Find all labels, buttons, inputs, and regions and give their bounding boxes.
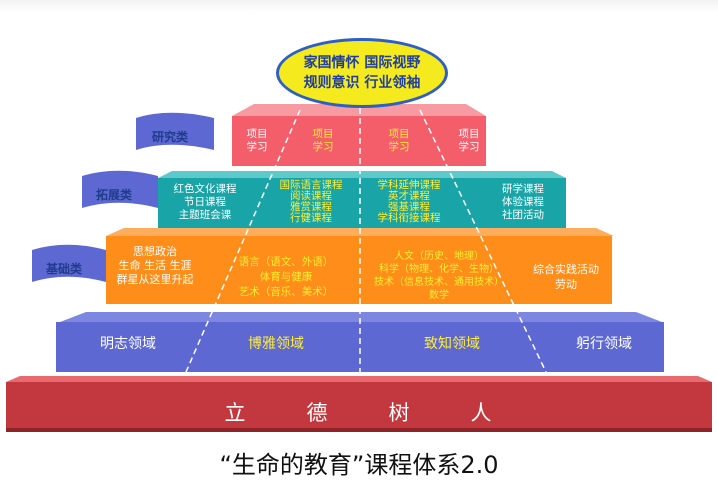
- expansion-cell-2-line-3: 雅赏课程: [290, 201, 332, 213]
- expansion-cell-1-line-2: 节日课程: [184, 196, 226, 208]
- basic-cell-2-line-2: 体育与健康: [259, 271, 313, 283]
- expansion-cell-2: 国际语言课程 阅读课程 雅赏课程 行健课程: [266, 180, 356, 224]
- expansion-cell-3: 学科延伸课程 英才课程 强基课程 学科衔接课程: [364, 180, 454, 224]
- domain-1: 明志领域: [100, 336, 156, 352]
- expansion-cell-2-line-4: 行健课程: [290, 212, 332, 224]
- diagram-caption: “生命的教育”课程体系2.0: [219, 451, 499, 479]
- banner-research: [136, 112, 214, 150]
- expansion-cell-3-line-1: 学科延伸课程: [377, 179, 441, 191]
- basic-cell-1: 思想政治 生命 生活 生涯 群星从这里升起: [108, 245, 202, 287]
- research-cell-2-line-1: 项目: [312, 128, 334, 140]
- expansion-layer: [158, 178, 566, 228]
- basic-cell-4: 综合实践活动 劳动: [520, 262, 612, 292]
- basic-cell-2-line-1: 语言（语文、外语）: [238, 256, 334, 268]
- basic-cell-1-line-1: 思想政治: [133, 245, 177, 258]
- basic-cell-1-line-2: 生命 生活 生涯: [118, 259, 192, 272]
- basic-cell-2: 语言（语文、外语） 体育与健康 艺术（音乐、美术）: [222, 255, 350, 300]
- foundation-top-edge: [6, 376, 712, 382]
- expansion-cell-3-line-2: 英才课程: [388, 190, 430, 202]
- basic-cell-4-line-2: 劳动: [555, 278, 577, 291]
- research-cell-3-line-1: 项目: [388, 128, 410, 140]
- expansion-cell-4-line-3: 社团活动: [502, 209, 544, 221]
- basic-cell-3-line-2: 科学（物理、化学、生物）: [379, 264, 499, 275]
- research-cell-1-line-2: 学习: [246, 141, 268, 153]
- banner-basic-label: 基础类: [46, 262, 83, 276]
- banner-basic: [32, 244, 106, 282]
- expansion-layer-top: [158, 171, 566, 178]
- banner-research-label: 研究类: [152, 130, 189, 144]
- foundation-char-3: 树: [388, 401, 412, 425]
- research-cell-4-line-2: 学习: [458, 141, 480, 153]
- basic-cell-1-line-3: 群星从这里升起: [116, 273, 194, 286]
- expansion-cell-2-line-2: 阅读课程: [290, 190, 332, 202]
- research-cell-1: 项目 学习: [240, 128, 274, 154]
- research-cell-3-line-2: 学习: [388, 141, 410, 153]
- foundation-slab: [6, 382, 712, 432]
- domain-3: 致知领域: [424, 336, 480, 352]
- foundation-char-1: 立: [224, 401, 248, 425]
- expansion-cell-3-line-4: 学科衔接课程: [377, 212, 441, 224]
- domain-layer: [56, 322, 664, 372]
- research-cell-2-line-2: 学习: [312, 141, 334, 153]
- basic-cell-3: 人文（历史、地理） 科学（物理、化学、生物） 技术（信息技术、通用技术） 数学: [364, 250, 514, 302]
- top-decor-band: [0, 0, 718, 12]
- expansion-cell-4-line-2: 体验课程: [502, 196, 544, 208]
- expansion-cell-2-line-1: 国际语言课程: [279, 179, 343, 191]
- expansion-cell-1-line-1: 红色文化课程: [173, 183, 237, 195]
- expansion-cell-4: 研学课程 体验课程 社团活动: [484, 183, 562, 222]
- expansion-cell-1-line-3: 主题班会课: [178, 209, 232, 221]
- research-layer-top: [232, 104, 486, 116]
- research-cell-1-line-1: 项目: [246, 128, 268, 140]
- basic-cell-4-line-1: 综合实践活动: [533, 263, 599, 276]
- top-line-2: 规则意识 行业领袖: [303, 75, 421, 91]
- basic-cell-2-line-3: 艺术（音乐、美术）: [238, 286, 334, 298]
- expansion-cell-3-line-3: 强基课程: [388, 201, 430, 213]
- expansion-cell-1: 红色文化课程 节日课程 主题班会课: [160, 183, 250, 222]
- expansion-cell-4-line-1: 研学课程: [502, 183, 544, 195]
- divider-lines: [185, 108, 547, 373]
- research-cell-4: 项目 学习: [452, 128, 486, 154]
- foundation-char-4: 人: [470, 401, 494, 425]
- basic-cell-3-line-1: 人文（历史、地理）: [394, 251, 484, 262]
- research-cell-3: 项目 学习: [382, 128, 416, 154]
- foundation-text: 立 德 树 人: [35, 395, 683, 429]
- basic-cell-3-line-4: 数学: [429, 290, 449, 301]
- research-layer: [232, 116, 486, 166]
- domain-layer-top: [60, 312, 662, 322]
- domain-4: 躬行领域: [576, 336, 632, 352]
- top-goal-ellipse: 家国情怀 国际视野 规则意识 行业领袖: [276, 38, 448, 108]
- banner-expansion: [82, 170, 158, 208]
- foundation-char-2: 德: [306, 401, 330, 425]
- basic-cell-3-line-3: 技术（信息技术、通用技术）: [374, 277, 504, 288]
- research-cell-4-line-1: 项目: [458, 128, 480, 140]
- research-cell-2: 项目 学习: [306, 128, 340, 154]
- basic-layer: [106, 236, 612, 304]
- domain-2: 博雅领域: [248, 336, 304, 352]
- banner-expansion-label: 拓展类: [96, 188, 133, 202]
- top-line-1: 家国情怀 国际视野: [303, 55, 421, 71]
